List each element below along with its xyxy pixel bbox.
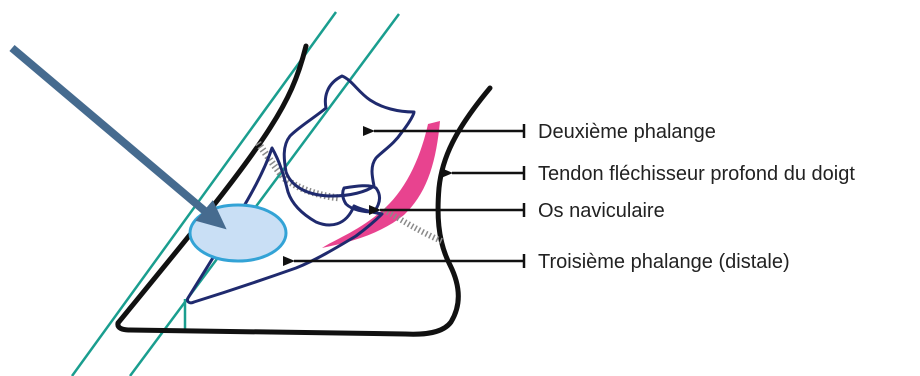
leader-deep-flexor-tendon [452,166,524,180]
label-navicular-bone: Os naviculaire [538,200,665,222]
guide-line-front [72,12,336,376]
label-deep-flexor-tendon: Tendon fléchisseur profond du doigt [538,163,855,185]
label-third-phalanx: Troisième phalange (distale) [538,251,790,273]
probe-arrow [12,48,206,212]
guide-line-back [130,14,399,376]
leader-second-phalanx [374,124,524,138]
label-second-phalanx: Deuxième phalange [538,121,716,143]
deep-flexor-tendon-shape [322,121,440,248]
second-phalanx-shape [284,76,414,196]
leader-third-phalanx [294,254,524,268]
